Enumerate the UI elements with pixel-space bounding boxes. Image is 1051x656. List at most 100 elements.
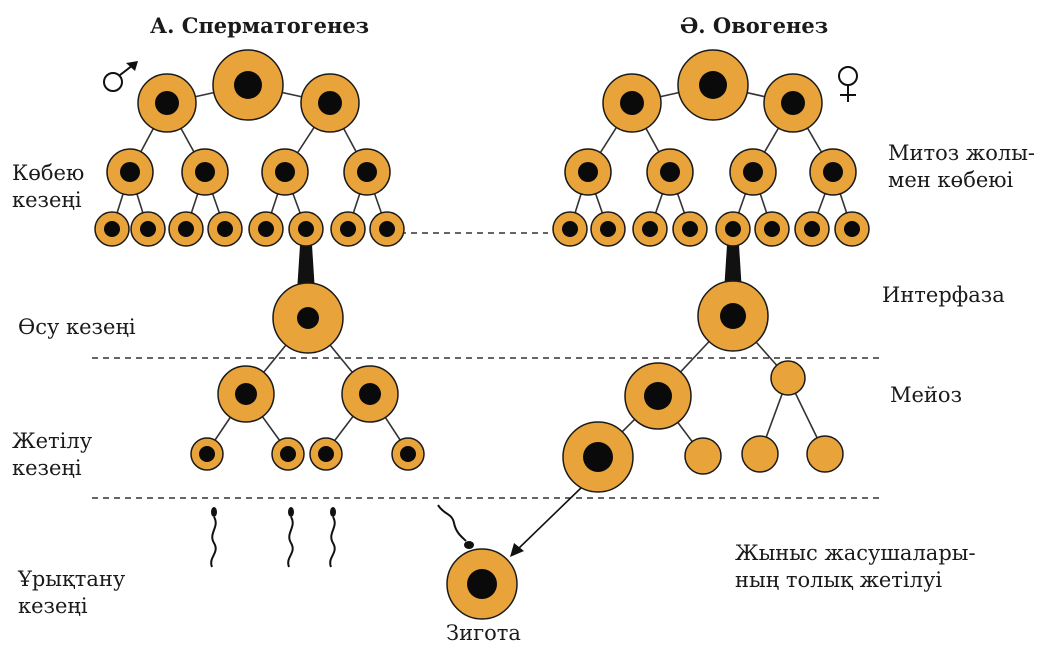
label-growth-stage: Өсу кезеңі [18,315,136,339]
fertilizing-sperm-icon [437,504,474,549]
cell-nucleus [720,303,746,329]
cell-nucleus [120,162,140,182]
spermatid-cell [309,437,343,471]
label-mitosis: Митоз жолы- мен көбеюі [888,141,1035,192]
cell-nucleus [155,91,179,115]
oogonium-cell [794,211,830,247]
label-meiosis: Мейоз [890,383,963,407]
sperm-tail [210,516,217,568]
cell-nucleus [340,221,356,237]
cell-nucleus [743,162,763,182]
cell-nucleus [359,383,381,405]
cell-nucleus [823,162,843,182]
oogonium-cell [564,148,612,196]
spermatid-cell [190,437,224,471]
cell-body [684,437,722,475]
cell-nucleus [583,442,613,472]
female-circle [838,66,858,86]
spermatogonium-cell [300,73,360,133]
spermatogonium-cell [343,148,391,196]
oogonium-cell [763,73,823,133]
zygote-cell [446,548,518,620]
spermatogonium-cell [130,211,166,247]
spermatogonium-cell [181,148,229,196]
secondary-oocyte-cell [624,362,692,430]
spermatogonium-cell [288,211,324,247]
oogonium-cell [729,148,777,196]
polar-body-cell [770,360,806,396]
sperm-icon [210,507,217,568]
label-gamete-maturation: Жыныс жасушалары- ның толық жетілуі [735,541,976,592]
cell-nucleus [258,221,274,237]
title-oogenesis: Ә. Овогенез [680,13,829,38]
cell-nucleus [297,307,319,329]
cell-nucleus [318,446,334,462]
primary-oocyte-cell [697,280,769,352]
fertilization-arrowhead [510,543,524,557]
spermatogonium-cell [330,211,366,247]
spermatogonium-cell [207,211,243,247]
label-interphase: Интерфаза [882,283,1005,307]
male-symbol-icon [103,61,138,92]
sperm-head [288,507,294,517]
cell-nucleus [104,221,120,237]
cell-nucleus [804,221,820,237]
cell-nucleus [644,382,672,410]
cell-nucleus [467,569,497,599]
spermatid-cell [391,437,425,471]
title-spermatogenesis: А. Сперматогенез [150,13,370,38]
oogonium-cell [715,211,751,247]
growth-arrow [297,245,315,292]
spermatogonium-cell [137,73,197,133]
sperm-head [464,541,474,549]
spermatid-cell [271,437,305,471]
cell-nucleus [699,71,727,99]
label-maturation-stage: Жетілу кезеңі [12,429,93,480]
cell-nucleus [298,221,314,237]
cell-nucleus [217,221,233,237]
spermatogonium-cell [369,211,405,247]
oogonium-cell [552,211,588,247]
polar-body-cell [741,435,779,473]
oogonium-cell [646,148,694,196]
sperm-head [330,507,336,517]
label-fertilization-stage: Ұрықтану кезеңі [18,567,126,618]
spermatogonium-cell [248,211,284,247]
polar-body-cell [806,435,844,473]
spermatogonium-cell [168,211,204,247]
cell-body [741,435,779,473]
oogonium-cell [672,211,708,247]
oogonium-cell [677,49,749,121]
cell-nucleus [235,383,257,405]
oogonium-cell [754,211,790,247]
cell-nucleus [199,446,215,462]
sperm-icon [287,507,294,568]
oogonium-cell [632,211,668,247]
male-arrow-head [126,61,138,71]
cell-nucleus [357,162,377,182]
cell-nucleus [400,446,416,462]
spermatogonium-cell [212,49,284,121]
cells [94,49,870,620]
cell-nucleus [140,221,156,237]
interphase-arrow [724,245,742,292]
spermatogonium-cell [261,148,309,196]
cell-nucleus [764,221,780,237]
sperm-tail [329,516,336,568]
cell-nucleus [642,221,658,237]
oogonium-cell [834,211,870,247]
cell-body [770,360,806,396]
secondary-spermatocyte-cell [217,365,275,423]
sperm-tail [437,504,467,542]
cell-nucleus [682,221,698,237]
polar-body-cell [684,437,722,475]
female-symbol-icon [838,66,858,102]
oogonium-cell [809,148,857,196]
cell-nucleus [234,71,262,99]
cell-body [806,435,844,473]
spermatogonium-cell [94,211,130,247]
cell-nucleus [620,91,644,115]
cell-nucleus [379,221,395,237]
sperm-head [211,507,217,517]
